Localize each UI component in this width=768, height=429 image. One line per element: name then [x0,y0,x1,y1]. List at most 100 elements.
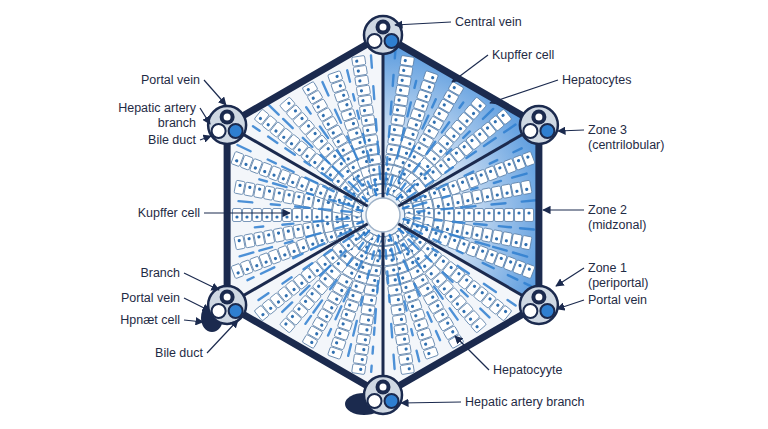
hepatocyte-nucleus [495,193,499,197]
hepatocyte-cell [391,304,405,315]
hepatocyte-nucleus [476,197,480,201]
hepatocyte-cell [465,209,474,222]
sinusoid [319,209,330,210]
sinusoid [432,99,436,107]
hepatocyte-nucleus [336,179,341,184]
hepatocyte-nucleus [429,272,434,277]
hepatocyte-nucleus [330,306,334,310]
hepatocyte-cell [491,230,502,244]
hepatocyte-nucleus [277,191,281,195]
hepatocyte-cell [485,209,494,222]
sinusoid [442,272,452,282]
hepatocyte-cell [363,125,377,136]
hepatocyte-cell [471,97,487,112]
hepatocyte [511,233,522,247]
hepatocyte [280,318,296,333]
sinusoid [436,331,440,340]
hepatocyte-nucleus [446,157,451,162]
sinusoid [414,81,416,88]
hepatocyte [293,192,304,206]
hepatocyte [465,209,474,222]
hepatocyte-nucleus [306,226,310,230]
hepatocyte-nucleus [313,160,318,165]
zone-shading [383,35,539,215]
hepatocyte [521,180,532,194]
part-label: Zone 3 (centrilobular) [588,123,680,153]
hepatocyte-nucleus [493,119,498,124]
hepatocyte-cell [501,184,512,198]
hepatocyte [485,209,494,222]
hepatocyte-cell [352,364,366,375]
vein-mark [390,235,392,241]
hepatocyte [328,71,343,84]
hepatocyte [475,209,484,222]
hepatocyte-nucleus [274,129,279,134]
hepatocyte-cell [475,209,484,222]
hepatocyte-nucleus [437,111,441,115]
portal-triad [364,16,402,54]
sinusoid [375,309,376,323]
hepatocyte-nucleus [479,173,483,177]
sinusoid [344,288,350,301]
portal-vein-symbol [220,290,235,305]
hepatocyte-cell [356,85,370,96]
hepatocyte-cell [400,55,414,66]
triad-ground [208,286,246,324]
hepatocyte-nucleus [287,101,292,106]
hepatocyte-cell [358,95,372,106]
label-holder: Kupffer cell [492,48,554,63]
sinusoid [414,163,420,171]
hepatocyte [471,97,487,112]
hepatocyte [388,285,402,296]
portal-triad [208,286,246,324]
hepatocyte-cell [263,230,274,244]
hepatocyte-nucleus [354,284,358,288]
sinusoid [525,283,531,286]
part-label: Central vein [455,15,522,30]
sinusoid [461,206,475,207]
hepatocyte-cell [392,314,406,325]
hepatocyte-nucleus [481,249,485,253]
hepatocyte-nucleus [446,228,450,232]
sinusoid [402,128,405,140]
hepatocyte-nucleus [457,272,462,277]
sinusoid [336,218,348,219]
hepatocyte-cell [280,97,296,112]
sinusoid [433,239,440,242]
hepatocyte [361,304,375,315]
hepatocyte-nucleus [365,328,369,332]
hepatocyte-nucleus [422,264,427,269]
hepatocyte-cell [283,209,292,222]
sinusoid [348,344,351,356]
hepatocyte [400,364,414,375]
hepatocyte-nucleus [306,124,311,129]
hepatocyte-nucleus [488,297,493,302]
bile-duct-symbol [523,304,537,318]
sinusoid [237,145,250,151]
sinusoid [258,293,268,300]
hepatocyte-nucleus [416,269,420,273]
hepatocyte-nucleus [424,95,428,99]
hepatocyte-nucleus [414,123,418,127]
sinusoid [474,224,487,225]
sinusoid [356,178,362,186]
sinusoid [247,277,253,280]
hepatocyte [303,209,312,222]
hepatocyte [432,218,443,232]
hepatocyte-nucleus [477,211,480,214]
vein-mark [387,189,388,195]
sinusoid [389,102,392,115]
hepatocyte-nucleus [357,275,361,279]
portal-triad [208,106,246,144]
sinusoid [363,134,365,143]
vein-mark [357,222,363,224]
sinusoid [450,234,464,238]
lobule-divider [382,215,385,395]
hepatocyte-nucleus [505,191,509,195]
hepatocyte-cell [280,318,296,333]
hepatocyte-cell [505,209,514,222]
portal-vein-symbol [376,20,391,35]
hepatocyte-nucleus [421,104,425,108]
sinusoid [341,210,351,213]
